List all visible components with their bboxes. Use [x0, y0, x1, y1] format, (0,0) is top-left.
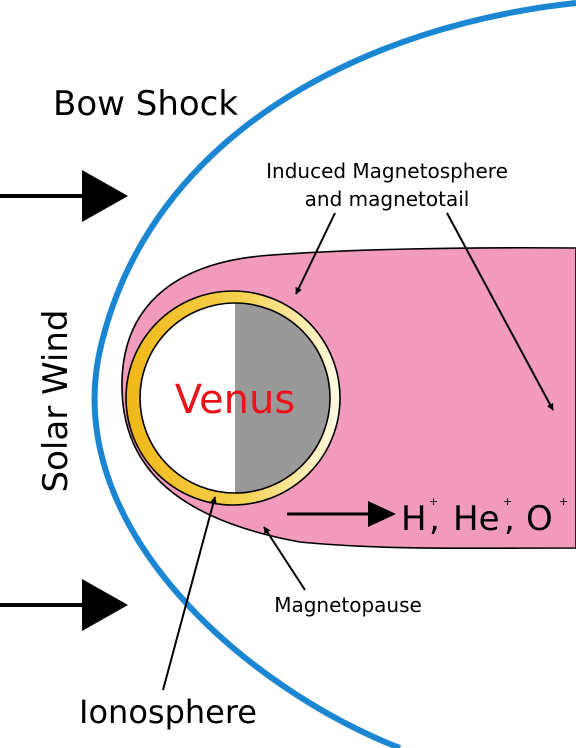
ionosphere-pointer-arrow — [162, 496, 217, 691]
ion-o-charge: + — [559, 495, 568, 508]
magnetopause-pointer-arrow — [263, 526, 306, 591]
solar-wind-arrow-bottom — [0, 579, 128, 631]
bow-shock-curve — [91, 0, 576, 748]
bow-shock-label: Bow Shock — [53, 84, 238, 124]
ion-separator-2: , — [504, 499, 515, 539]
ion-h-charge: + — [429, 495, 438, 508]
magnetotail-pointer-arrow — [446, 212, 554, 411]
ionosphere-label: Ionosphere — [79, 693, 257, 731]
magnetopause-label: Magnetopause — [274, 593, 422, 617]
ion-escape-arrow — [287, 501, 396, 527]
solar-wind-arrow-top — [0, 170, 128, 222]
magnetotail-label: and magnetotail — [305, 187, 470, 211]
magnetosphere-pointer-arrow — [295, 212, 336, 295]
ion-h-label: H — [401, 499, 427, 539]
ion-he-charge: + — [503, 495, 512, 508]
planet-label: Venus — [175, 377, 295, 423]
induced-magnetosphere-label: Induced Magnetosphere — [266, 159, 508, 183]
ion-o-label: O — [526, 499, 553, 539]
ion-he-label: He — [453, 499, 499, 539]
ion-species: H + , He + , O + — [401, 495, 568, 539]
solar-wind-label: Solar Wind — [36, 310, 76, 493]
ion-separator-1: , — [429, 499, 440, 539]
